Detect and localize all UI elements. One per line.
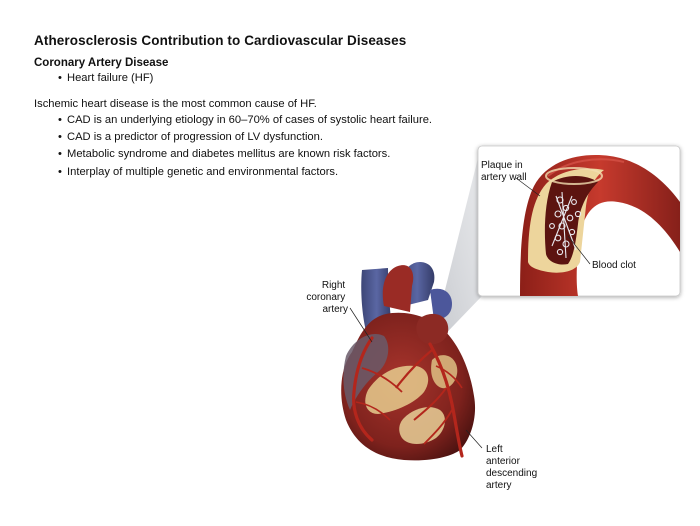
label-blood-clot: Blood clot: [592, 260, 636, 271]
lead-sentence: Ischemic heart disease is the most commo…: [34, 98, 317, 110]
list-item: • Metabolic syndrome and diabetes mellitu…: [58, 148, 432, 165]
blood-clot-cluster: [549, 191, 582, 259]
aorta-vessel: [382, 265, 414, 312]
bullet-text: Metabolic syndrome and diabetes mellitus…: [67, 148, 391, 161]
hf-bullet-list: • Heart failure (HF): [58, 72, 153, 89]
bullet-marker: •: [58, 131, 62, 144]
section-subheading: Coronary Artery Disease: [34, 57, 169, 69]
label-lad-artery: Left anterior descending artery: [486, 444, 540, 491]
right-coronary-artery-vessel: [352, 336, 374, 442]
bullet-text: Interplay of multiple genetic and enviro…: [67, 165, 339, 178]
heart-icon: [341, 262, 476, 461]
label-plaque: Plaque in artery wall: [481, 160, 527, 183]
ihd-bullet-list: • CAD is an underlying etiology in 60–70%…: [58, 114, 432, 183]
bullet-text: CAD is an underlying etiology in 60–70% …: [67, 114, 433, 126]
artery-crosssection-icon: [520, 155, 680, 296]
list-item: • Heart failure (HF): [58, 72, 153, 89]
label-right-coronary-artery: Right coronary artery: [306, 280, 348, 315]
bullet-marker: •: [58, 165, 62, 178]
list-item: • Interplay of multiple genetic and envir…: [58, 166, 432, 183]
list-item: • CAD is a predictor of progression of LV…: [58, 131, 432, 148]
bullet-marker: •: [58, 114, 62, 126]
bullet-text: CAD is a predictor of progression of LV …: [67, 131, 323, 144]
list-item: • CAD is an underlying etiology in 60–70%…: [58, 114, 432, 131]
page-title: Atherosclerosis Contribution to Cardiova…: [34, 33, 407, 48]
label-leader-lines: [349, 177, 591, 449]
bullet-marker: •: [58, 148, 62, 161]
bullet-marker: •: [58, 72, 62, 84]
lad-artery-vessel: [428, 342, 464, 458]
bullet-text: Heart failure (HF): [67, 72, 154, 84]
